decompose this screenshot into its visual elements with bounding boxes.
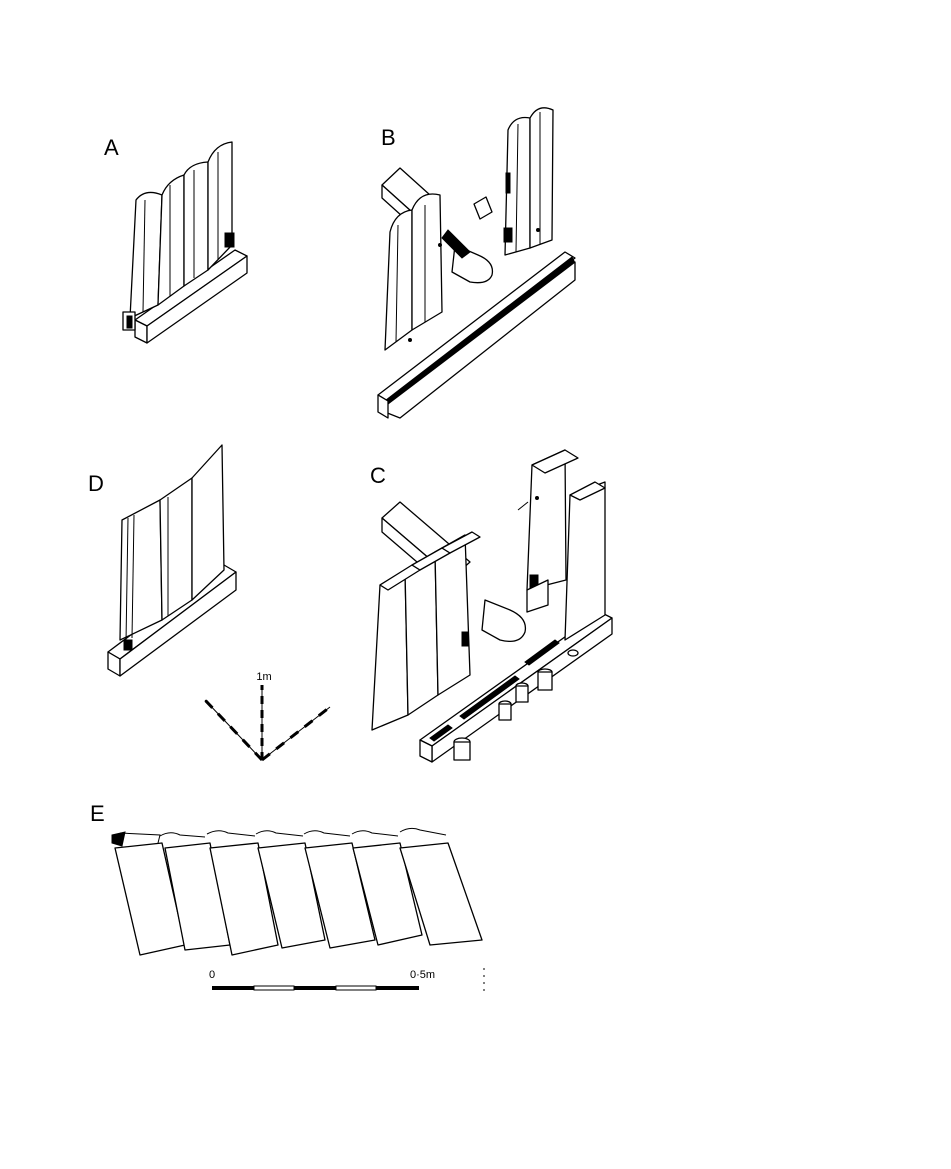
panel-c-drawing [371,449,613,763]
panel-d-base-side [119,571,237,677]
panel-b-joint-shade [441,229,471,259]
panel-b-left-plank-1 [384,209,413,351]
panel-b-peg-hole [408,338,412,342]
panel-a-plank-1 [129,191,163,319]
scale-segment-light [253,985,295,991]
panel-e-drawing [111,827,483,956]
scale-1m: 1m [203,671,331,762]
panel-d-plank-edge [131,514,135,639]
scale-segment-dark [376,986,419,990]
panel-b-plank-edge [395,224,399,343]
panel-b-peg-hole [536,228,540,232]
scale-1m-left-outline [204,699,263,761]
panel-c-right-plank-2 [564,481,606,641]
panel-b-drawing [377,107,576,419]
panel-b-peg-hole [438,243,442,247]
panel-label-d: D [88,471,104,496]
panel-e-plank [111,831,186,956]
panel-b-right-plank-2 [529,107,554,249]
scale-segment-dark [294,986,336,990]
panel-label-c: C [370,463,386,488]
panel-a-plank-2 [157,174,185,306]
panel-d-plank-3 [191,444,225,601]
panel-a-plank-4 [207,141,233,271]
panel-c-slot [429,724,453,742]
panel-e-plank [399,827,483,946]
scale-1m-right-outline [261,706,331,761]
panel-e-plank [351,830,423,946]
panel-c-pile [453,741,471,761]
panel-c-pile [537,671,553,691]
panel-b-left-plank-2 [411,193,443,331]
scale-segment-dark [212,986,254,990]
panel-a-tenon-right [224,232,235,248]
panel-c-sill-end [419,739,433,763]
panel-b-sill-side [379,261,576,419]
panel-label-e: E [90,801,105,826]
panel-c-slot [524,639,560,666]
panel-b-sill-end [377,394,389,419]
panel-d-drawing [107,444,237,677]
panel-c-left-plank-1 [371,569,409,731]
panel-b-tenon [503,227,513,243]
panel-b-plank-edge [515,123,519,253]
panel-a-plank-edge [142,199,146,313]
panel-c-right-plank-1-top [531,449,579,474]
panel-c-peg [517,501,529,511]
panel-c-pile [498,703,512,721]
panel-c-joint [481,599,527,643]
panel-e-plank [255,830,326,949]
panel-b-small-block [473,196,493,220]
scale-half-metre: 0 0·5m [209,968,485,992]
panel-e-plank [303,830,376,949]
panel-a-drawing [122,141,248,344]
panel-c-pile [515,685,529,703]
scale-1m-label: 1m [256,671,271,683]
panel-c-left-top [441,531,481,554]
scale-end-label: 0·5m [410,969,435,981]
panel-a-plank-3 [183,161,209,287]
panel-c-tenon [461,631,469,647]
panel-d-plank-edge [125,517,129,643]
panel-c-foot-block [526,579,549,613]
scale-start-label: 0 [209,969,215,981]
panel-c-right-plank-2-top [569,481,606,501]
panel-c-slot [459,675,520,720]
panel-a-sill-side [146,255,248,344]
panel-d-tenon [123,639,133,651]
panel-d-plank-2 [159,477,193,621]
panel-c-pile [567,649,579,657]
scale-segment-light [335,985,377,991]
panel-label-a: A [104,135,119,160]
panel-a-tenon-left-shade [126,315,133,329]
panel-label-b: B [381,125,396,150]
panel-c-peg-hole [535,496,539,500]
panel-e-plank [206,830,279,956]
panel-b-mortise [505,172,511,194]
